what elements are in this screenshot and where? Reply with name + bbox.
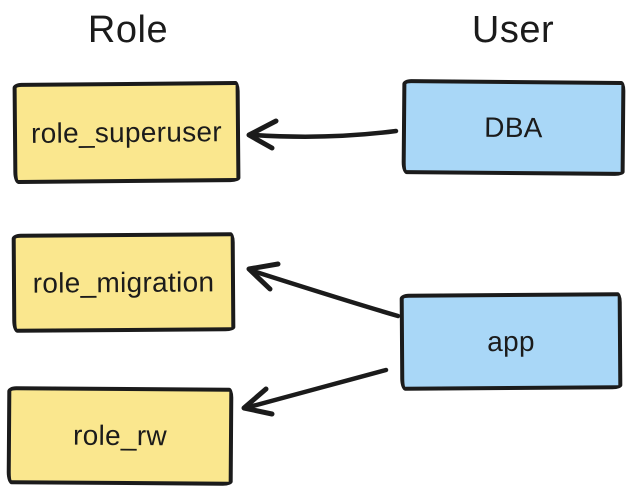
column-header-user: User	[471, 9, 555, 51]
node-role-rw: role_rw	[6, 386, 234, 486]
edge-dba-to-role-superuser-line	[250, 128, 399, 139]
node-role-migration-label: role_migration	[32, 265, 215, 299]
node-role-superuser-label: role_superuser	[30, 115, 223, 149]
edge-app-to-role-migration-line	[250, 268, 401, 319]
edge-app-to-role-rw-arrowhead-icon	[241, 386, 275, 417]
edge-app-to-role-migration-arrowhead-icon	[246, 261, 281, 292]
node-user-dba-label: DBA	[484, 111, 543, 143]
edge-app-to-role-rw-line	[246, 367, 389, 410]
edge-dba-to-role-superuser-arrowhead-icon	[246, 118, 279, 151]
node-user-app-label: app	[487, 325, 535, 357]
node-user-app: app	[399, 292, 623, 391]
column-header-role: Role	[87, 9, 169, 51]
node-role-superuser: role_superuser	[12, 81, 241, 184]
node-role-migration: role_migration	[11, 232, 236, 333]
node-user-dba: DBA	[401, 79, 626, 176]
node-role-rw-label: role_rw	[72, 419, 168, 452]
